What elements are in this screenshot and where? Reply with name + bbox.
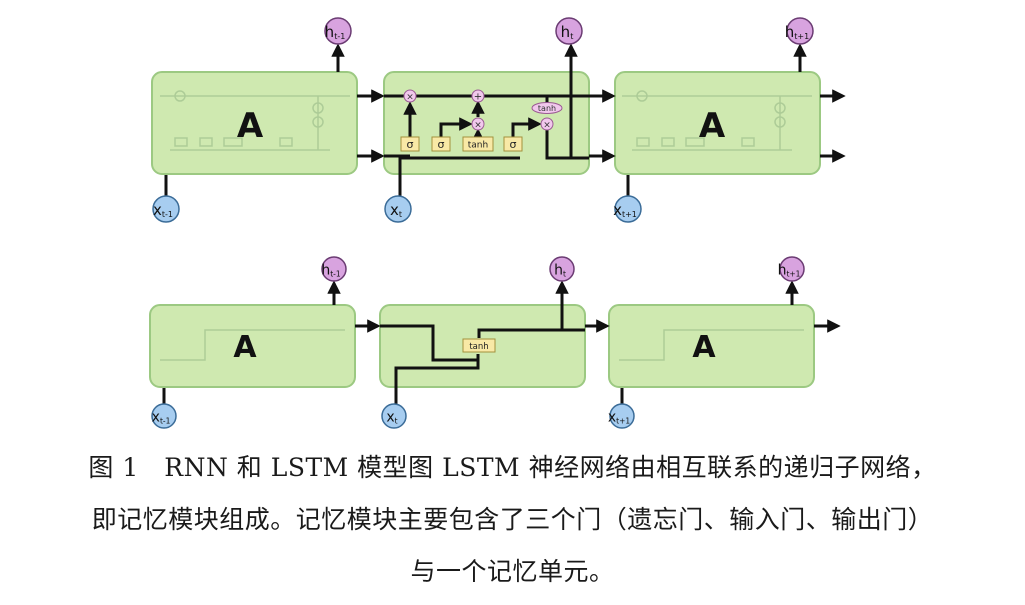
svg-text:σ: σ — [438, 138, 445, 151]
rnn-cell-prev: A — [149, 304, 356, 388]
rnn-output-node-current — [549, 256, 575, 282]
svg-text:tanh: tanh — [469, 342, 488, 352]
svg-text:xt: xt — [390, 201, 402, 219]
output-node-current — [555, 17, 583, 45]
svg-text:ht+1: ht+1 — [778, 263, 801, 279]
cell-tanh-op — [531, 102, 563, 114]
gate-layers: σ σ tanh σ — [400, 136, 523, 152]
output-node-prev — [324, 17, 352, 45]
rnn-io-nodes: xt-1 xt xt+1 ht-1 ht ht+1 — [151, 256, 805, 429]
svg-text:×: × — [543, 121, 551, 131]
input-multiply-op — [471, 117, 485, 131]
rnn-input-node-next — [609, 403, 635, 429]
candidate-tanh-layer — [462, 136, 494, 152]
svg-text:xt+1: xt+1 — [608, 410, 631, 426]
lstm-internal-wiring — [384, 43, 589, 196]
figure-caption-line-2: 即记忆模块组成。记忆模块主要包含了三个门（遗忘门、输入门、输出门） — [91, 505, 934, 534]
cell-state-links — [357, 89, 846, 163]
figure-caption-line-1: 图 1 RNN 和 LSTM 模型图 LSTM 神经网络由相互联系的递归子网络， — [88, 453, 937, 482]
cell-add-op — [471, 89, 485, 103]
input-node-prev — [152, 195, 180, 223]
lstm-io-nodes: xt-1 xt xt+1 ht-1 ht ht+1 — [152, 17, 814, 223]
rnn-internal-wiring — [380, 280, 585, 405]
svg-text:ht: ht — [554, 263, 566, 279]
output-gate — [503, 136, 523, 152]
svg-text:ht: ht — [561, 23, 574, 41]
lstm-cell-next: A — [614, 71, 821, 175]
cell-label-prev: A — [237, 106, 264, 146]
forget-multiply-op — [403, 89, 417, 103]
cell-label-next-rnn: A — [692, 330, 716, 365]
input-node-next — [614, 195, 642, 223]
svg-text:xt+1: xt+1 — [613, 201, 637, 219]
output-multiply-op — [540, 117, 554, 131]
svg-text:xt: xt — [386, 410, 397, 426]
faded-internal-structure — [160, 90, 350, 151]
rnn-tanh-layer — [462, 338, 496, 353]
pointwise-operations: × + × tanh × — [403, 89, 563, 131]
cell-label-next: A — [699, 106, 726, 146]
rnn-output-node-next — [779, 256, 805, 282]
rnn-input-node-current — [381, 403, 407, 429]
rnn-row: A A tanh — [149, 256, 841, 429]
input-node-current — [384, 195, 412, 223]
svg-text:ht+1: ht+1 — [785, 23, 809, 41]
svg-text:tanh: tanh — [538, 104, 556, 113]
svg-text:σ: σ — [510, 138, 517, 151]
svg-text:σ: σ — [407, 138, 414, 151]
svg-text:×: × — [406, 93, 414, 103]
figure-caption-line-3: 与一个记忆单元。 — [410, 557, 615, 586]
svg-text:xt-1: xt-1 — [152, 410, 171, 426]
svg-text:×: × — [474, 121, 482, 131]
rnn-lstm-diagram: A A — [149, 17, 846, 429]
output-node-next — [786, 17, 814, 45]
rnn-output-node-prev — [321, 256, 347, 282]
svg-text:xt-1: xt-1 — [153, 201, 173, 219]
svg-text:+: + — [474, 92, 482, 103]
cell-label-prev-rnn: A — [233, 330, 257, 365]
faded-internal-structure — [622, 90, 812, 151]
rnn-cell-next: A — [608, 304, 815, 388]
rnn-input-node-prev — [151, 403, 177, 429]
lstm-cell-prev: A — [151, 71, 358, 175]
svg-text:ht-1: ht-1 — [321, 263, 341, 279]
input-gate — [431, 136, 451, 152]
svg-text:ht-1: ht-1 — [325, 23, 346, 41]
lstm-row: A A — [151, 17, 846, 223]
forget-gate — [400, 136, 420, 152]
svg-text:tanh: tanh — [468, 141, 488, 151]
